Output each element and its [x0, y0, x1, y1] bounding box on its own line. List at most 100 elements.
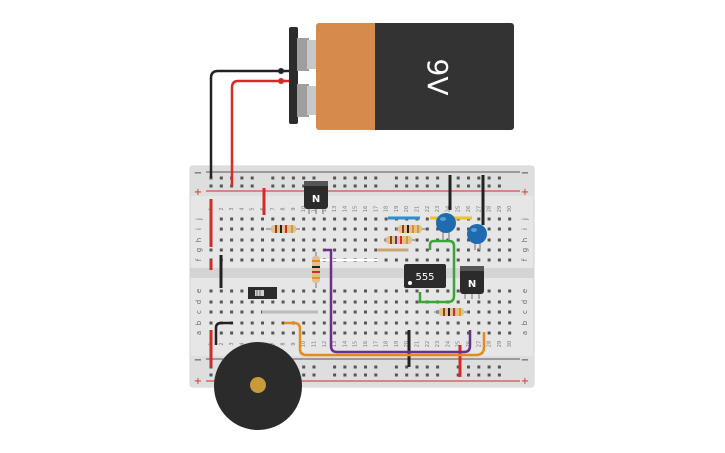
battery-clip: [289, 27, 298, 124]
ic-555[interactable]: 555: [404, 264, 446, 288]
transistor-1[interactable]: N: [304, 181, 328, 214]
wire-purple[interactable]: [324, 248, 472, 354]
rail-hole: [364, 184, 367, 188]
column-number: 24: [445, 341, 451, 347]
hole: [281, 331, 285, 335]
hole: [250, 258, 254, 262]
hole: [271, 238, 275, 242]
column-number: 16: [363, 206, 369, 212]
column-number: 5: [250, 207, 256, 210]
rail-hole: [209, 184, 213, 188]
rail-sign-minus-bl: −: [194, 355, 202, 366]
rail-hole: [477, 184, 481, 188]
hole: [230, 227, 234, 231]
resistor-3[interactable]: [396, 225, 426, 233]
hole: [353, 321, 357, 325]
hole: [291, 300, 295, 304]
resistor-1[interactable]: [266, 225, 300, 233]
hole: [477, 321, 481, 325]
column-number: 19: [394, 341, 400, 347]
hole: [250, 300, 254, 304]
wire-green[interactable]: [418, 239, 456, 304]
rail-hole: [467, 373, 470, 377]
hole: [219, 227, 223, 231]
ceramic-capacitor-2[interactable]: [467, 224, 487, 250]
hole: [250, 321, 254, 325]
row-letter: d: [195, 300, 203, 304]
hole: [333, 217, 337, 221]
hole: [425, 238, 429, 242]
hole: [384, 310, 388, 314]
column-number: 8: [281, 342, 287, 345]
piezo-buzzer[interactable]: [209, 321, 302, 430]
rail-hole: [302, 176, 306, 180]
hole: [261, 331, 264, 335]
row-letter: i: [521, 228, 529, 230]
hole: [281, 258, 285, 262]
hole: [302, 331, 306, 335]
column-number: 15: [353, 341, 359, 347]
ceramic-capacitor-1[interactable]: [436, 213, 456, 240]
rail-hole: [302, 373, 306, 377]
hole: [394, 310, 398, 314]
row-letter: f: [195, 258, 203, 261]
hole: [456, 321, 460, 325]
hole: [219, 217, 223, 221]
hole: [302, 248, 306, 252]
rail-hole: [271, 176, 275, 180]
rail-sign-plus-bl: +: [194, 376, 202, 387]
hole: [405, 331, 409, 335]
hole: [312, 321, 316, 325]
hole: [497, 310, 501, 314]
hole: [415, 289, 419, 293]
hole: [230, 258, 234, 262]
row-letter: g: [521, 248, 529, 252]
hole: [384, 321, 388, 325]
rail-hole: [250, 176, 254, 180]
rail-hole: [312, 176, 316, 180]
ic-label: 555: [415, 272, 434, 283]
rail-hole: [353, 184, 357, 188]
hole: [425, 217, 429, 221]
column-number: 2: [219, 342, 225, 345]
battery-body: [375, 23, 514, 130]
hole: [374, 331, 378, 335]
hole: [271, 300, 275, 304]
hole: [364, 227, 367, 231]
rail-hole: [374, 365, 378, 369]
hole: [230, 238, 234, 242]
hole: [343, 248, 347, 252]
rail-hole: [487, 176, 491, 180]
hole: [497, 289, 501, 293]
hole: [487, 258, 491, 262]
rail-hole: [343, 184, 347, 188]
wire-orange[interactable]: [284, 321, 486, 357]
resistor-2[interactable]: [312, 252, 320, 288]
slide-switch[interactable]: [248, 287, 277, 299]
rail-hole: [487, 373, 491, 377]
hole: [230, 248, 234, 252]
column-number: 25: [456, 341, 462, 347]
hole: [436, 258, 440, 262]
hole: [374, 310, 378, 314]
transistor-2[interactable]: N: [460, 266, 484, 299]
rail-hole: [343, 365, 347, 369]
battery-black-lead[interactable]: [209, 69, 289, 178]
row-letter: c: [521, 310, 529, 314]
column-number: 4: [239, 342, 245, 345]
hole: [302, 217, 306, 221]
hole: [333, 331, 337, 335]
battery-9v[interactable]: 9V: [289, 23, 514, 130]
resistor-5[interactable]: [434, 308, 468, 316]
column-number: 23: [435, 341, 441, 347]
resistor-4[interactable]: [384, 236, 416, 244]
hole: [281, 300, 285, 304]
battery-red-lead[interactable]: [230, 79, 289, 186]
hole: [508, 310, 512, 314]
hole: [364, 331, 367, 335]
hole: [508, 300, 512, 304]
hole: [415, 258, 419, 262]
battery-terminal-top: [297, 38, 309, 71]
transistor-2-label: N: [468, 279, 476, 290]
hole: [353, 331, 357, 335]
